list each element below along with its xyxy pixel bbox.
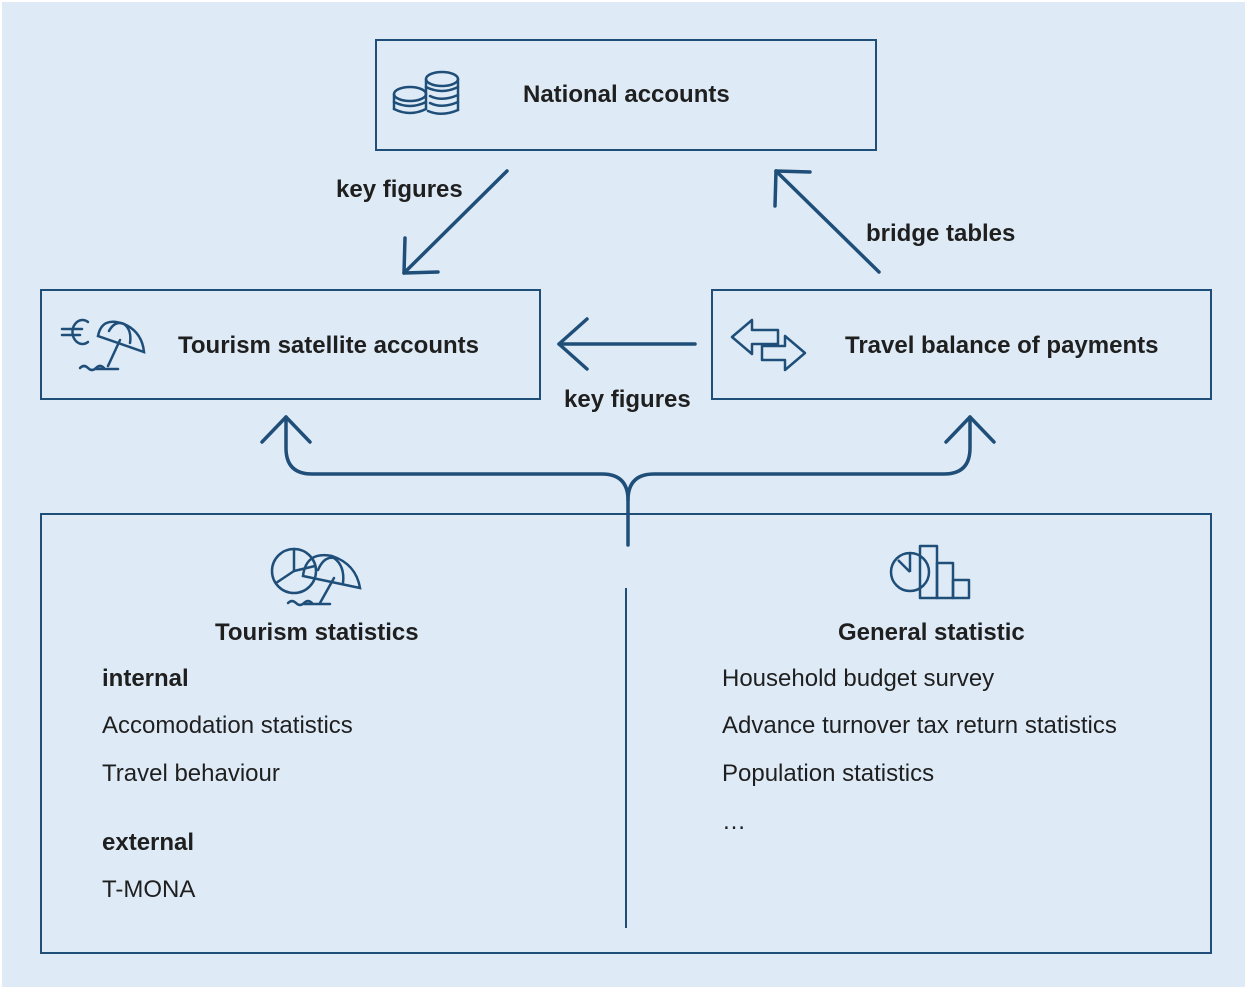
source-statistics-box (40, 513, 1212, 954)
edge-label-tbp-to-tsa: key figures (564, 386, 691, 413)
internal-heading: internal (102, 665, 189, 692)
edge-label-tbp-to-na: bridge tables (866, 220, 1016, 247)
tourism-satellite-title: Tourism satellite accounts (178, 332, 479, 359)
travel-balance-title: Travel balance of payments (845, 332, 1159, 359)
general-item: Population statistics (722, 760, 935, 787)
general-item: Advance turnover tax return statistics (722, 712, 1117, 739)
edge-label-na-to-tsa: key figures (336, 176, 463, 203)
tourism-satellite-box (40, 289, 541, 400)
arrow-national-to-tsa (402, 169, 509, 275)
external-heading: external (102, 829, 195, 856)
tourism-statistics-title: Tourism statistics (215, 619, 419, 646)
internal-item: Accomodation statistics (102, 712, 353, 739)
internal-item: Travel behaviour (102, 760, 280, 787)
arrow-travel-balance-to-tsa (557, 317, 697, 371)
branch-connector (260, 415, 996, 547)
coin-stack-icon (392, 70, 460, 115)
exchange-arrows-icon (730, 318, 807, 372)
travel-balance-box (711, 289, 1212, 400)
general-item: Household budget survey (722, 665, 995, 692)
external-item: T-MONA (102, 876, 196, 903)
pie-chart-beach-umbrella-icon (270, 547, 362, 607)
pie-bar-chart-icon (889, 544, 971, 600)
arrow-travel-balance-to-national (773, 169, 881, 274)
euro-beach-umbrella-icon (60, 318, 146, 372)
general-statistic-title: General statistic (838, 619, 1025, 646)
general-item-ellipsis: … (722, 808, 746, 835)
national-accounts-box (375, 39, 877, 151)
national-accounts-title: National accounts (523, 81, 730, 108)
